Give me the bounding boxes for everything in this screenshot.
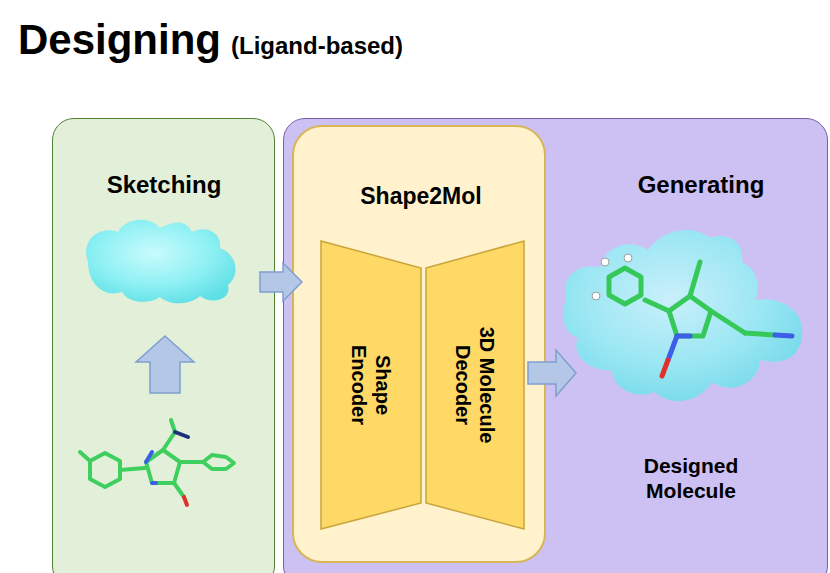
- molecule-caption: Designed Molecule: [616, 453, 766, 503]
- trapezoid-shape: [321, 241, 421, 529]
- model-box: Shape2MolShape Encoder 3D Molecule Decode…: [292, 125, 546, 563]
- decoder-trapezoid: 3D Molecule Decoder: [426, 241, 524, 529]
- trapezoid-outline: [321, 241, 421, 529]
- page-title: Designing: [18, 16, 221, 64]
- trapezoid-outline: [426, 241, 524, 529]
- generating-panel: GeneratingDesigned MoleculeShape2MolShap…: [283, 118, 828, 573]
- hydrogen-atoms: [592, 254, 632, 300]
- panel-heading: Generating: [591, 171, 811, 200]
- output-arrow: [528, 350, 576, 396]
- module-label: Shape Encoder: [347, 325, 395, 445]
- encoder-trapezoid: Shape Encoder: [321, 241, 421, 529]
- model-name: Shape2Mol: [306, 183, 536, 211]
- molecule-surface: [563, 230, 802, 401]
- title-row: Designing (Ligand-based): [18, 16, 403, 64]
- sketching-panel: Sketching: [52, 118, 275, 573]
- module-label: 3D Molecule Decoder: [451, 305, 499, 465]
- up-arrow: [136, 336, 194, 393]
- shape-blob: [86, 220, 235, 304]
- designed-molecule: [609, 262, 792, 376]
- trapezoid-shape: [426, 241, 524, 529]
- panel-heading: Sketching: [64, 171, 264, 200]
- subtitle-label: (Ligand-based): [231, 32, 403, 60]
- block-arrow: [260, 263, 302, 301]
- reference-molecule: [80, 420, 234, 505]
